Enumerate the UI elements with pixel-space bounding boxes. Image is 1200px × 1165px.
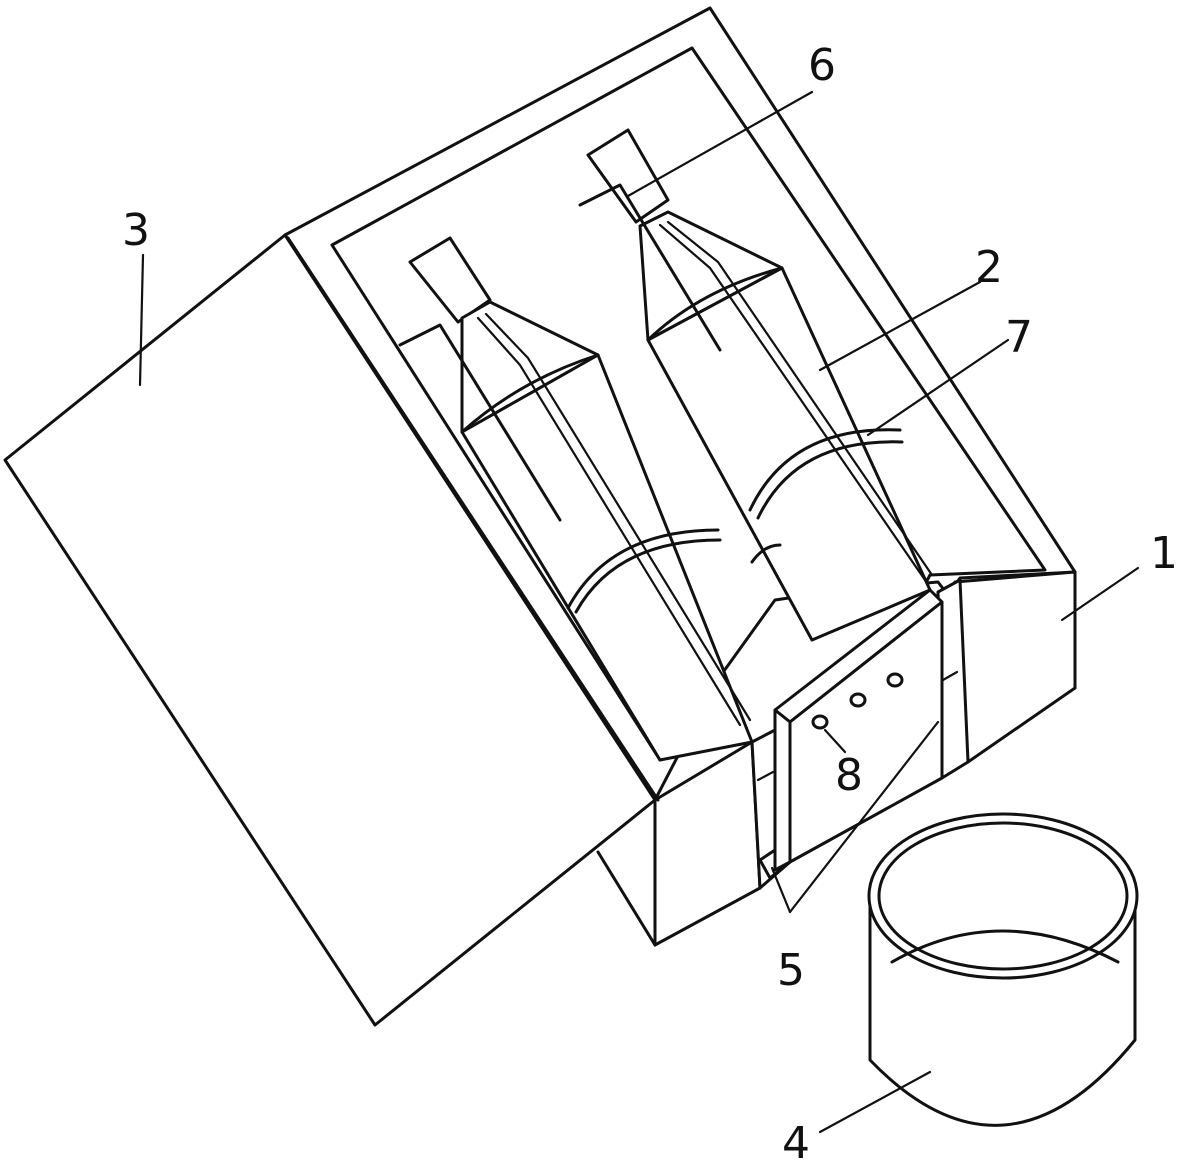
bottle-right-rod [586, 128, 670, 224]
box-bottom-edge [596, 850, 657, 947]
bottle-right-seam2 [666, 220, 934, 577]
hole-2 [849, 692, 867, 708]
leader-1 [1060, 566, 1140, 622]
bottle-right-seam [658, 223, 927, 582]
label-7: 7 [1005, 312, 1033, 363]
divider-front [788, 600, 944, 864]
leader-4 [818, 1070, 932, 1134]
cup-rim-inner [877, 821, 1129, 971]
label-5: 5 [777, 945, 805, 996]
slot-right-mark [941, 670, 959, 682]
label-8: 8 [835, 750, 863, 801]
label-1: 1 [1150, 528, 1178, 579]
bottle-left-body [460, 353, 754, 762]
cup-rim-outer [867, 812, 1139, 980]
strap-left-outer [566, 528, 720, 610]
slot-left-mark [756, 770, 775, 782]
cup [867, 812, 1139, 1127]
hole-3 [886, 672, 904, 688]
leader-5a [770, 866, 792, 914]
cup-inner-bottom [890, 929, 1120, 964]
leader-7 [866, 338, 1010, 437]
lid-hinge-edge [286, 236, 660, 802]
strap-right-inner [756, 440, 904, 520]
box-inner-ledge-right [578, 183, 722, 352]
label-4: 4 [782, 1118, 810, 1165]
leader-2 [818, 280, 982, 372]
leader-6 [626, 90, 814, 198]
box-inner-ledge-left [398, 323, 562, 522]
divider-face [773, 708, 792, 872]
bottle-left-rod [408, 236, 492, 324]
box-front-face-right [953, 570, 1077, 764]
label-3: 3 [122, 205, 150, 256]
leader-lines [138, 90, 1140, 1134]
bottle-right-shoulder [646, 266, 784, 342]
label-6: 6 [808, 40, 836, 91]
leader-8 [823, 728, 847, 754]
bottle-left-seam2 [484, 312, 752, 722]
label-2: 2 [975, 242, 1003, 293]
bottle-left [408, 236, 754, 762]
bottle-right [586, 128, 934, 642]
lid [3, 233, 660, 1027]
strap-left-inner [574, 538, 722, 614]
labels: 1 2 3 4 5 6 7 8 [122, 40, 1178, 1165]
leader-3 [138, 253, 145, 387]
bottle-left-seam [476, 316, 742, 727]
bottle-left-shoulder [460, 353, 600, 434]
lid-panel [3, 233, 657, 1027]
strap-right-lower [750, 543, 782, 564]
leader-5b [788, 720, 940, 914]
hole-1 [811, 714, 829, 730]
